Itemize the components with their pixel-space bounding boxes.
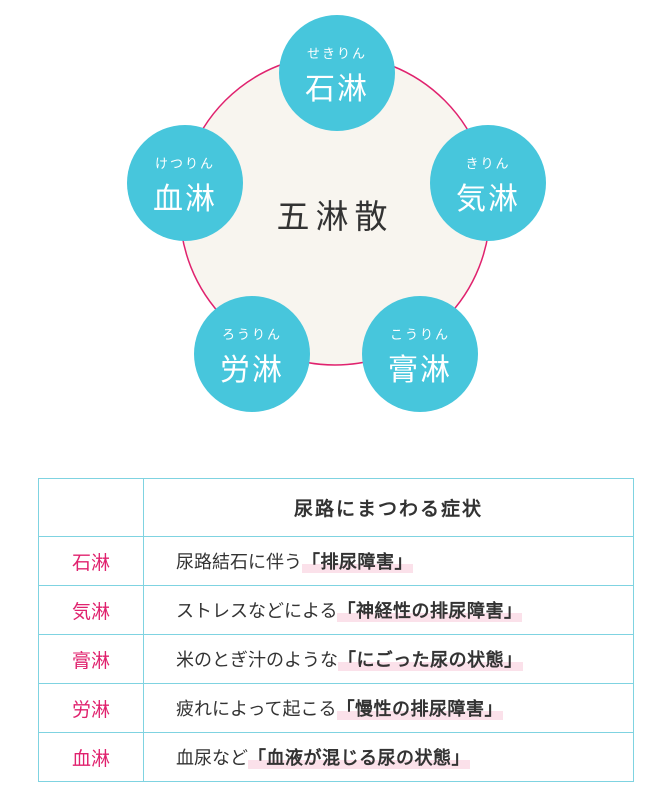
node-ruby: きりん bbox=[465, 157, 511, 172]
row-highlight: 「慢性の排尿障害」 bbox=[336, 699, 504, 720]
row-name: 血淋 bbox=[38, 732, 144, 782]
row-text: 血尿など bbox=[176, 748, 248, 769]
row-description: 尿路結石に伴う「排尿障害」 bbox=[143, 536, 634, 586]
node-kanji: 血淋 bbox=[153, 182, 217, 217]
table-row: 気淋 ストレスなどによる「神経性の排尿障害」 bbox=[38, 585, 634, 635]
node-ruby: けつりん bbox=[154, 157, 215, 172]
table-row: 石淋 尿路結石に伴う「排尿障害」 bbox=[38, 536, 634, 586]
node-ketsurin: けつりん 血淋 bbox=[127, 125, 243, 241]
five-lin-diagram: 五淋散 せきりん 石淋 きりん 気淋 こうりん 膏淋 ろうりん 労淋 けつりん … bbox=[127, 15, 546, 412]
row-text: 米のとぎ汁のような bbox=[176, 650, 338, 671]
table-row: 膏淋 米のとぎ汁のような「にごった尿の状態」 bbox=[38, 634, 634, 684]
row-description: 米のとぎ汁のような「にごった尿の状態」 bbox=[143, 634, 634, 684]
table-row: 血淋 血尿など「血液が混じる尿の状態」 bbox=[38, 732, 634, 782]
node-sekirin: せきりん 石淋 bbox=[279, 15, 395, 131]
symptom-table: 尿路にまつわる症状 石淋 尿路結石に伴う「排尿障害」 気淋 ストレスなどによる「… bbox=[38, 478, 634, 782]
row-text: ストレスなどによる bbox=[176, 601, 338, 622]
row-description: 疲れによって起こる「慢性の排尿障害」 bbox=[143, 683, 634, 733]
center-title: 五淋散 bbox=[276, 197, 394, 236]
row-name: 気淋 bbox=[38, 585, 144, 635]
row-name: 労淋 bbox=[38, 683, 144, 733]
row-description: ストレスなどによる「神経性の排尿障害」 bbox=[143, 585, 634, 635]
table-header-title: 尿路にまつわる症状 bbox=[143, 478, 634, 537]
row-name: 石淋 bbox=[38, 536, 144, 586]
node-kourin: こうりん 膏淋 bbox=[362, 296, 478, 412]
table-row: 労淋 疲れによって起こる「慢性の排尿障害」 bbox=[38, 683, 634, 733]
row-name: 膏淋 bbox=[38, 634, 144, 684]
row-text: 尿路結石に伴う bbox=[176, 552, 302, 573]
node-rourin: ろうりん 労淋 bbox=[194, 296, 310, 412]
node-ruby: せきりん bbox=[306, 47, 367, 62]
row-highlight: 「にごった尿の状態」 bbox=[338, 650, 523, 671]
table-header-row: 尿路にまつわる症状 bbox=[38, 478, 634, 537]
node-kanji: 膏淋 bbox=[388, 353, 452, 388]
node-ruby: ろうりん bbox=[221, 328, 282, 343]
row-text: 疲れによって起こる bbox=[176, 699, 337, 720]
row-highlight: 「血液が混じる尿の状態」 bbox=[248, 748, 470, 769]
row-description: 血尿など「血液が混じる尿の状態」 bbox=[143, 732, 634, 782]
node-kirin: きりん 気淋 bbox=[430, 125, 546, 241]
table-header-blank bbox=[38, 478, 144, 537]
row-highlight: 「排尿障害」 bbox=[302, 552, 413, 573]
node-ruby: こうりん bbox=[389, 328, 450, 343]
node-kanji: 気淋 bbox=[456, 182, 520, 217]
node-kanji: 労淋 bbox=[220, 353, 284, 388]
row-highlight: 「神経性の排尿障害」 bbox=[337, 601, 523, 622]
node-kanji: 石淋 bbox=[305, 72, 369, 107]
